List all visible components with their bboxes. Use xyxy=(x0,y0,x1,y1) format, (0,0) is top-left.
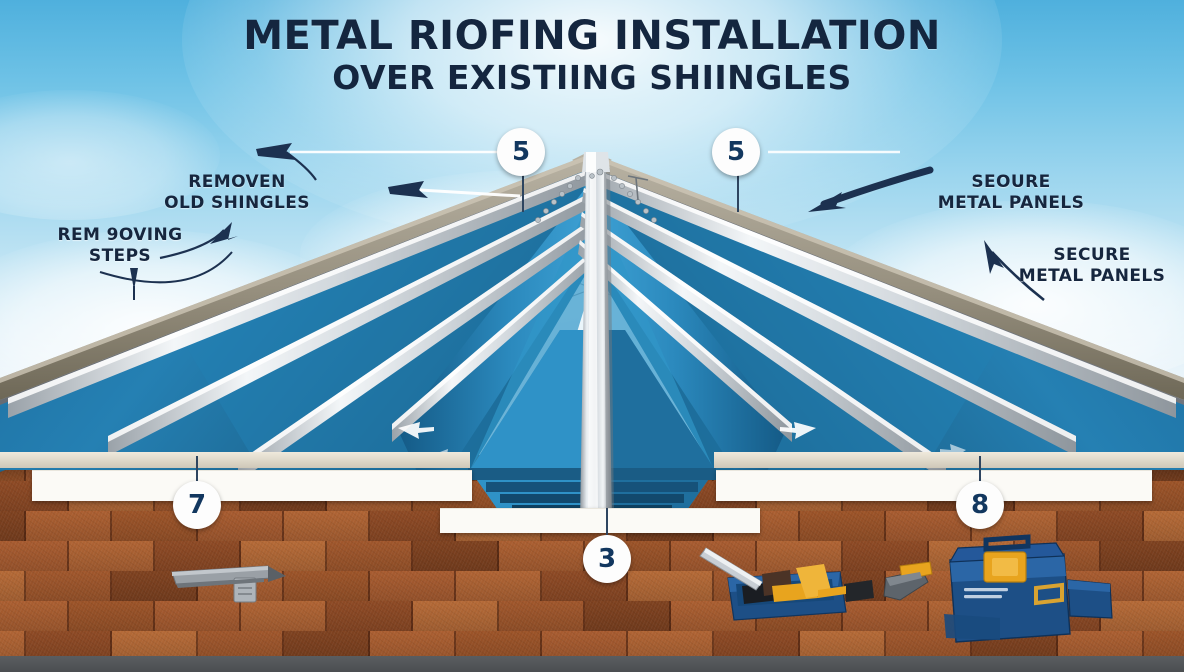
badge-ridge-left[interactable]: 5 xyxy=(497,128,545,176)
badge-eave-right[interactable]: 8 xyxy=(956,481,1004,529)
arrow-curve-steps xyxy=(159,229,225,260)
arrowhead-remove-shingles xyxy=(388,181,428,198)
ridge-cap-left xyxy=(0,152,612,400)
arrow-curve-secure-lower xyxy=(991,251,1045,302)
arrowhead-upper-left xyxy=(256,143,296,160)
arrowhead-secure-upper xyxy=(808,192,846,212)
fascia-board-center xyxy=(440,508,760,533)
badge-stem-center xyxy=(606,508,608,542)
label-removen-old-shingles: REMOVEN OLD SHINGLES xyxy=(164,172,310,213)
deck-bottom-edge xyxy=(0,656,1184,672)
arrow-curve-secure-upper xyxy=(820,166,934,208)
label-rem-9oving-steps: REM 9OVING STEPS xyxy=(57,225,183,266)
fascia-board-left xyxy=(32,470,472,501)
closed-toolbox xyxy=(944,534,1113,643)
hand-tool xyxy=(883,561,933,601)
ridge-cap-right xyxy=(572,152,1184,400)
fascia-board-right xyxy=(716,470,1152,501)
title-block: METAL RIOFING INSTALLATION OVER EXISTIIN… xyxy=(0,13,1184,97)
open-toolbox xyxy=(699,547,874,621)
label-secure-metal-panels-lower: SECURE METAL PANELS xyxy=(1018,245,1166,286)
standing-seams-right xyxy=(578,166,1176,482)
roof-vent-pipe xyxy=(627,175,649,201)
center-vertical-ridge-seam xyxy=(580,152,614,520)
badge-stem-eave-left xyxy=(196,456,198,490)
arrowhead-secure-lower xyxy=(984,240,1004,274)
arrow-line-remove-shingles xyxy=(419,188,521,198)
metal-shear-tool xyxy=(171,565,286,603)
arrowhead-steps xyxy=(210,222,238,244)
page-title-line1: METAL RIOFING INSTALLATION xyxy=(243,13,941,59)
badge-center[interactable]: 3 xyxy=(583,535,631,583)
badge-ridge-right[interactable]: 5 xyxy=(712,128,760,176)
arrow-left-panel xyxy=(398,422,434,439)
ridge-fasteners xyxy=(535,168,657,223)
standing-seams-left xyxy=(8,166,606,482)
drip-edge-right xyxy=(714,452,1184,468)
label-secure-metal-panels-upper: SEOURE METAL PANELS xyxy=(937,172,1085,213)
callout-arrows xyxy=(99,143,1045,302)
badge-stem-eave-right xyxy=(979,456,981,490)
arrow-right-panel xyxy=(780,422,816,439)
drip-edge-left xyxy=(0,452,470,468)
page-title-line2: OVER EXISTIING SHIINGLES xyxy=(332,57,852,97)
badge-eave-left[interactable]: 7 xyxy=(173,481,221,529)
